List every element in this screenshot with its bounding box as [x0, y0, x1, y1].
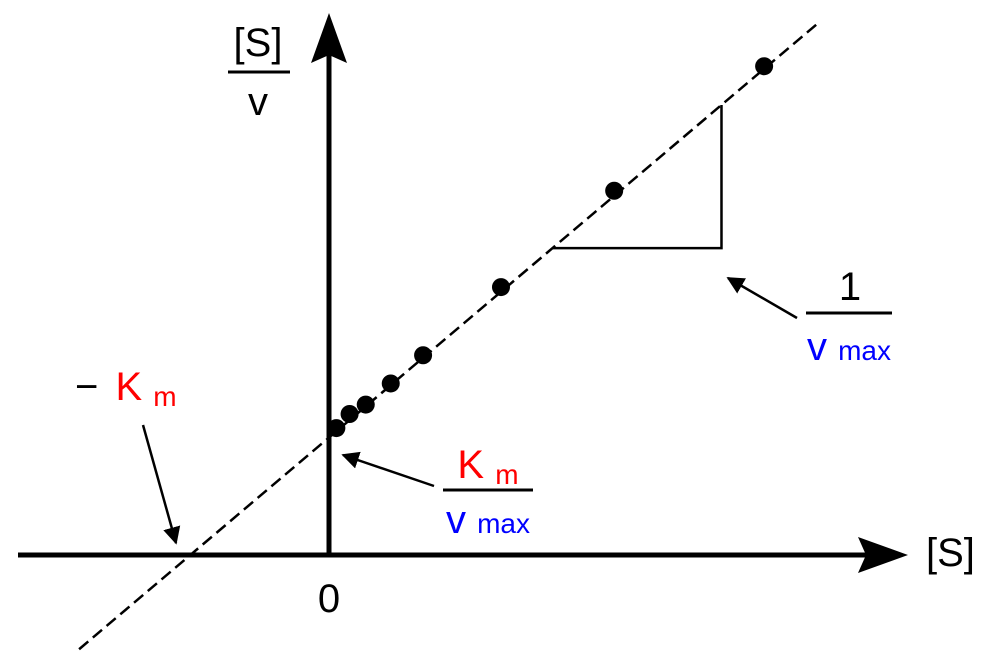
- y-intercept-numerator: K m: [457, 443, 518, 490]
- x-intercept-km-sub: m: [153, 381, 176, 412]
- origin-label: 0: [318, 577, 340, 621]
- data-point: [605, 181, 624, 200]
- y-intercept-km: K: [457, 443, 484, 487]
- slope-denominator: v max: [807, 325, 891, 369]
- slope-numerator: 1: [839, 265, 861, 309]
- data-point: [755, 57, 774, 76]
- slope-vmax-sub: max: [838, 335, 891, 366]
- data-points: [327, 57, 774, 438]
- x-intercept-label: − K m: [75, 365, 177, 412]
- x-axis-label: [S]: [926, 531, 975, 575]
- y-axis-label-denominator: v: [248, 80, 268, 124]
- y-intercept-vmax-sub: max: [477, 508, 530, 539]
- data-point: [414, 346, 433, 365]
- y-axis-arrowhead: [311, 13, 347, 63]
- y-intercept-km-sub: m: [495, 459, 518, 490]
- slope-vmax: v: [807, 325, 827, 369]
- data-point: [340, 405, 359, 423]
- y-intercept-pointer-arrow: [341, 451, 435, 488]
- data-point: [491, 278, 510, 297]
- x-axis-arrowhead: [858, 537, 908, 573]
- x-intercept-km: K: [115, 365, 142, 409]
- y-axis-label-numerator: [S]: [234, 21, 283, 65]
- x-intercept-sign: −: [75, 365, 98, 409]
- slope-pointer-arrow: [726, 276, 798, 320]
- y-intercept-denominator: v max: [446, 498, 530, 542]
- y-intercept-vmax: v: [446, 498, 466, 542]
- data-point: [327, 419, 346, 438]
- slope-triangle: [552, 104, 723, 250]
- data-point: [381, 374, 400, 393]
- data-point: [356, 395, 375, 414]
- x-intercept-pointer-arrow: [141, 424, 181, 545]
